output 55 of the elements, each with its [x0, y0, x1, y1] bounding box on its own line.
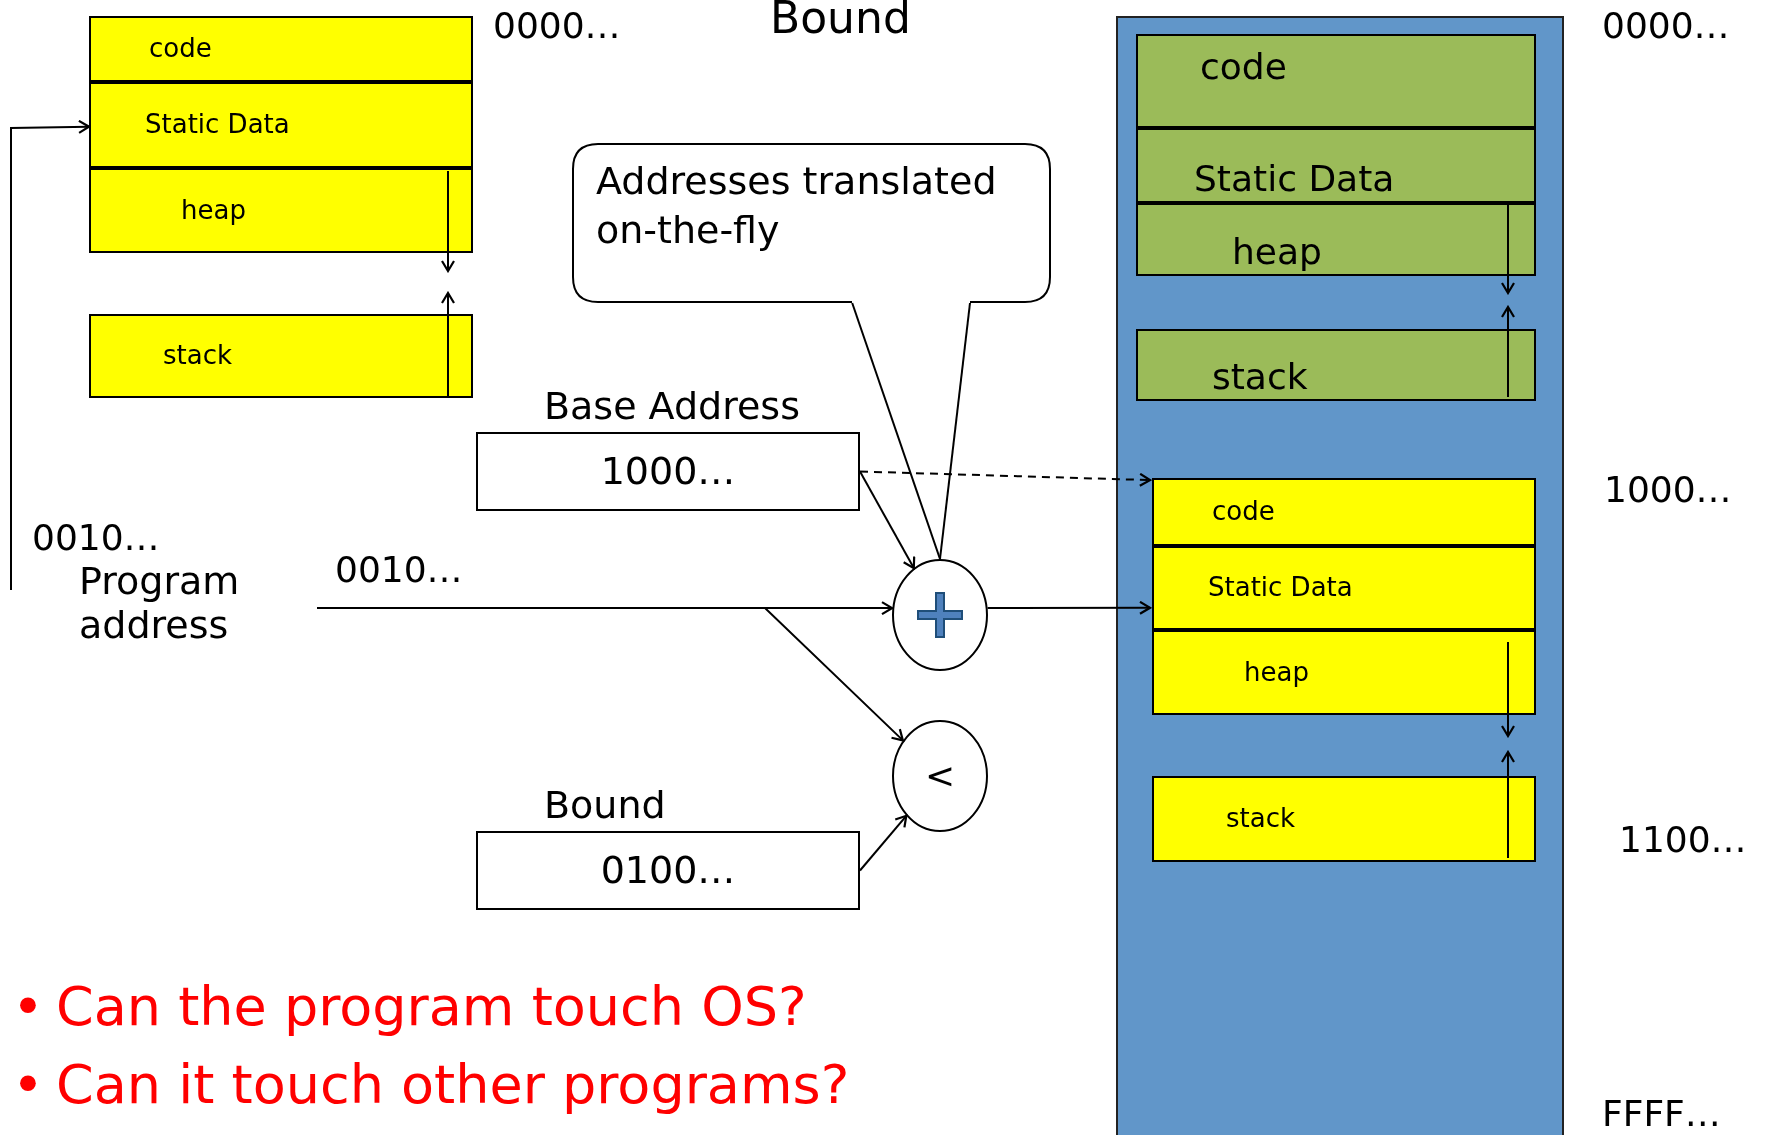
segment-label: code [1212, 497, 1275, 527]
callout-text: Addresses translated on-the-fly [596, 158, 998, 255]
address-label: 1000… [1604, 472, 1732, 508]
address-label: 0000… [1602, 8, 1730, 44]
question-text: Can the program touch OS? [56, 980, 807, 1034]
program-address-label: Program address [79, 560, 317, 670]
address-label: 0010… [32, 520, 160, 556]
address-label: 0000… [493, 8, 621, 44]
segment-label: stack [1212, 355, 1308, 397]
comparator-circle [892, 720, 988, 832]
address-label: 1100… [1619, 822, 1747, 858]
bullet-mark: • [12, 980, 44, 1034]
arrow [10, 119, 91, 591]
segment-label: Static Data [1194, 157, 1395, 199]
slide-title: Bound [770, 0, 911, 40]
segment-label: code [149, 34, 212, 64]
adder-circle [892, 559, 988, 671]
memory-segment [1136, 34, 1536, 128]
callout-tail [939, 302, 971, 560]
segment-label: heap [1232, 230, 1322, 272]
segment-label: heap [181, 195, 246, 226]
memory-segment [1152, 478, 1536, 546]
arrow [859, 470, 1152, 487]
segment-label: heap [1244, 657, 1309, 688]
register-label: Bound [543, 783, 667, 827]
register-value: 1000… [600, 449, 736, 494]
memory-segment [1136, 203, 1536, 276]
memory-segment [89, 82, 473, 168]
bullet-mark: • [12, 1058, 44, 1112]
physical-memory-column [1116, 16, 1564, 1135]
arrow [986, 600, 1152, 615]
question-text: Can it touch other programs? [56, 1058, 850, 1112]
register-label: Base Address [543, 384, 801, 428]
memory-segment [1152, 630, 1536, 715]
segment-label: Static Data [1208, 573, 1353, 603]
memory-segment [89, 314, 473, 398]
segment-label: Static Data [145, 110, 290, 140]
segment-label: code [1200, 46, 1287, 88]
memory-segment [1136, 329, 1536, 401]
edge-label: 0010… [335, 552, 463, 588]
memory-segment [1136, 128, 1536, 203]
segment-label: stack [163, 341, 233, 371]
callout-bubble [572, 143, 1051, 303]
address-label: FFFF… [1602, 1096, 1721, 1132]
arrow [859, 470, 916, 570]
arrow [316, 607, 904, 742]
memory-segment [1152, 546, 1536, 630]
comparator-symbol: < [924, 755, 956, 797]
arrow [859, 814, 908, 872]
segment-label: stack [1226, 804, 1296, 834]
callout-tail [851, 302, 941, 560]
register-value: 0100… [600, 848, 736, 893]
memory-segment [89, 168, 473, 253]
memory-segment [1152, 776, 1536, 862]
memory-segment [89, 16, 473, 82]
